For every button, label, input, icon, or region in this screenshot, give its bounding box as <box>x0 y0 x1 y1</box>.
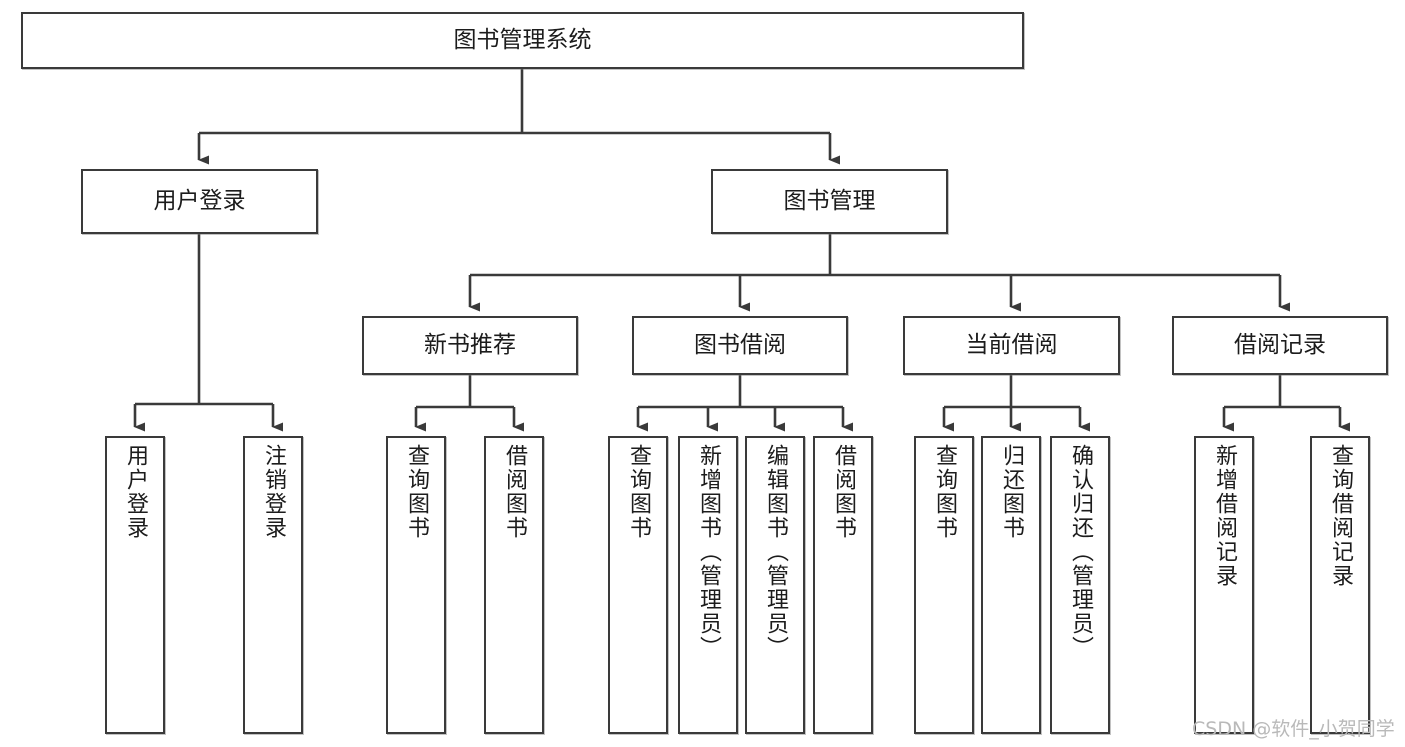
node-leaf-add-book-label: 新增图书（管理员） <box>696 444 721 660</box>
node-leaf-borrow-book-label: 借阅图书 <box>831 444 856 540</box>
node-root[interactable]: 图书管理系统 <box>21 12 1024 69</box>
node-leaf-add-borrow-record-label: 新增借阅记录 <box>1212 444 1237 588</box>
node-leaf-borrow-book-rec[interactable]: 借阅图书 <box>484 436 544 734</box>
node-leaf-query-book-borrow-label: 查询图书 <box>626 444 651 540</box>
node-leaf-confirm-return-label: 确认归还（管理员） <box>1068 444 1093 660</box>
node-leaf-user-logout[interactable]: 注销登录 <box>243 436 303 734</box>
node-leaf-add-book[interactable]: 新增图书（管理员） <box>678 436 738 734</box>
node-borrow-record[interactable]: 借阅记录 <box>1172 316 1388 375</box>
node-current-borrow-label: 当前借阅 <box>965 331 1058 358</box>
node-leaf-query-book-borrow[interactable]: 查询图书 <box>608 436 668 734</box>
node-leaf-user-logout-label: 注销登录 <box>261 444 286 540</box>
node-new-book-recommend[interactable]: 新书推荐 <box>362 316 578 375</box>
node-leaf-user-login-label: 用户登录 <box>123 444 148 540</box>
node-leaf-query-book-current[interactable]: 查询图书 <box>914 436 974 734</box>
node-leaf-query-book-current-label: 查询图书 <box>932 444 957 540</box>
csdn-watermark: CSDN @软件_小贺同学 <box>1192 718 1395 740</box>
node-leaf-add-borrow-record[interactable]: 新增借阅记录 <box>1194 436 1254 734</box>
node-leaf-edit-book-label: 编辑图书（管理员） <box>763 444 788 660</box>
node-leaf-query-book-rec[interactable]: 查询图书 <box>386 436 446 734</box>
node-leaf-return-book[interactable]: 归还图书 <box>981 436 1041 734</box>
node-borrow-record-label: 借阅记录 <box>1234 331 1326 358</box>
node-leaf-borrow-book-rec-label: 借阅图书 <box>502 444 527 540</box>
node-leaf-borrow-book[interactable]: 借阅图书 <box>813 436 873 734</box>
node-book-manage-label: 图书管理 <box>783 187 876 214</box>
node-leaf-confirm-return[interactable]: 确认归还（管理员） <box>1050 436 1110 734</box>
node-current-borrow[interactable]: 当前借阅 <box>903 316 1120 375</box>
node-leaf-query-book-rec-label: 查询图书 <box>404 444 429 540</box>
node-book-borrow[interactable]: 图书借阅 <box>632 316 848 375</box>
node-new-book-recommend-label: 新书推荐 <box>424 331 516 358</box>
node-user-login[interactable]: 用户登录 <box>81 169 318 234</box>
node-book-manage[interactable]: 图书管理 <box>711 169 948 234</box>
node-leaf-edit-book[interactable]: 编辑图书（管理员） <box>745 436 805 734</box>
node-user-login-label: 用户登录 <box>153 187 246 214</box>
node-book-borrow-label: 图书借阅 <box>694 331 786 358</box>
node-leaf-query-borrow-record-label: 查询借阅记录 <box>1328 444 1353 588</box>
node-leaf-return-book-label: 归还图书 <box>999 444 1024 540</box>
node-leaf-query-borrow-record[interactable]: 查询借阅记录 <box>1310 436 1370 734</box>
node-leaf-user-login[interactable]: 用户登录 <box>105 436 165 734</box>
node-root-label: 图书管理系统 <box>453 26 592 53</box>
